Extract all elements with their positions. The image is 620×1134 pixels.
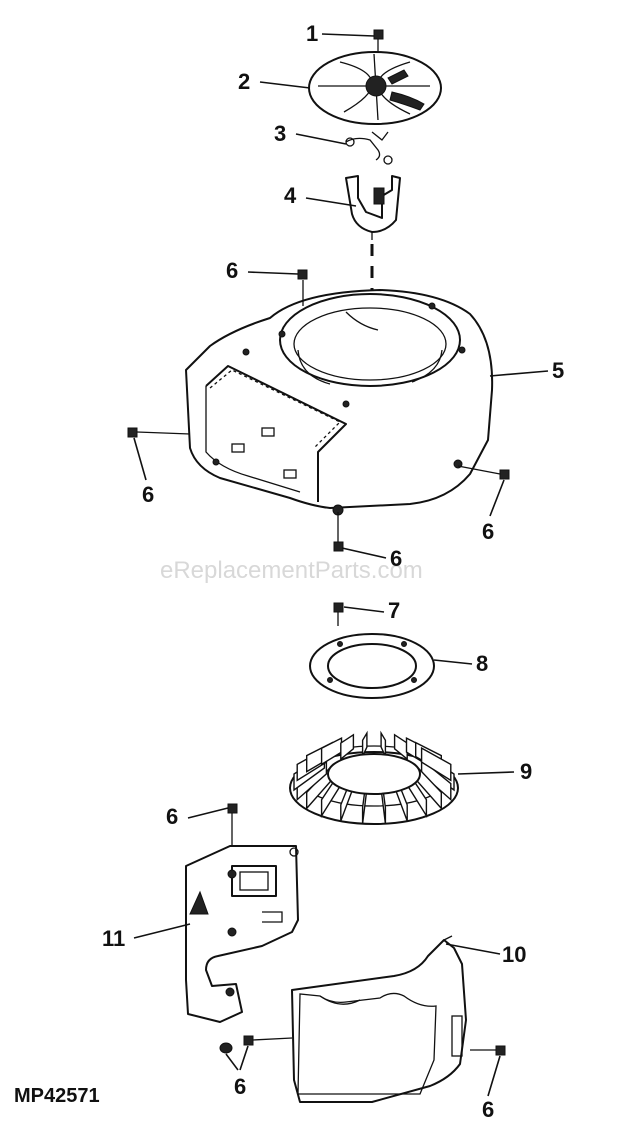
callout-6f: 6 — [234, 1074, 246, 1099]
part-10-right-shield — [291, 935, 467, 1103]
callout-1: 1 — [306, 21, 318, 46]
part-6-screws — [127, 269, 510, 552]
fan-fin — [420, 758, 452, 802]
callout-8: 8 — [476, 651, 488, 676]
callout-9: 9 — [520, 759, 532, 784]
callout-2: 2 — [238, 69, 250, 94]
part-3-bracket — [345, 131, 393, 165]
part-6-screw-upper-shield — [227, 803, 238, 846]
part-5-blower-housing — [185, 289, 494, 516]
callout-6g: 6 — [482, 1097, 494, 1122]
callout-4: 4 — [284, 183, 297, 208]
callout-10: 10 — [502, 942, 526, 967]
part-2-grille — [308, 51, 442, 125]
part-11-left-shield — [185, 845, 299, 1023]
callout-6a: 6 — [226, 258, 238, 283]
callout-7: 7 — [388, 598, 400, 623]
callout-6c: 6 — [482, 519, 494, 544]
part-4-mount — [345, 175, 401, 240]
part-9-fan — [289, 730, 459, 825]
callout-6b: 6 — [142, 482, 154, 507]
callout-11: 11 — [102, 926, 125, 951]
watermark: eReplacementParts.com — [160, 557, 423, 584]
part-6-screws-lower — [219, 1035, 506, 1056]
callout-6d: 6 — [390, 546, 402, 571]
reference-code: MP42571 — [14, 1085, 100, 1107]
callout-labels: 1 2 3 4 6 5 6 6 6 7 8 9 6 11 10 6 6 — [102, 21, 564, 1122]
callout-6e: 6 — [166, 804, 178, 829]
callout-3: 3 — [274, 121, 286, 146]
part-8-ring-plate — [309, 633, 435, 699]
leader-lines — [133, 33, 549, 1097]
fan-fin — [420, 746, 452, 782]
part-1-screw — [373, 29, 384, 52]
callout-5: 5 — [552, 358, 564, 383]
part-7-screw — [333, 602, 344, 626]
